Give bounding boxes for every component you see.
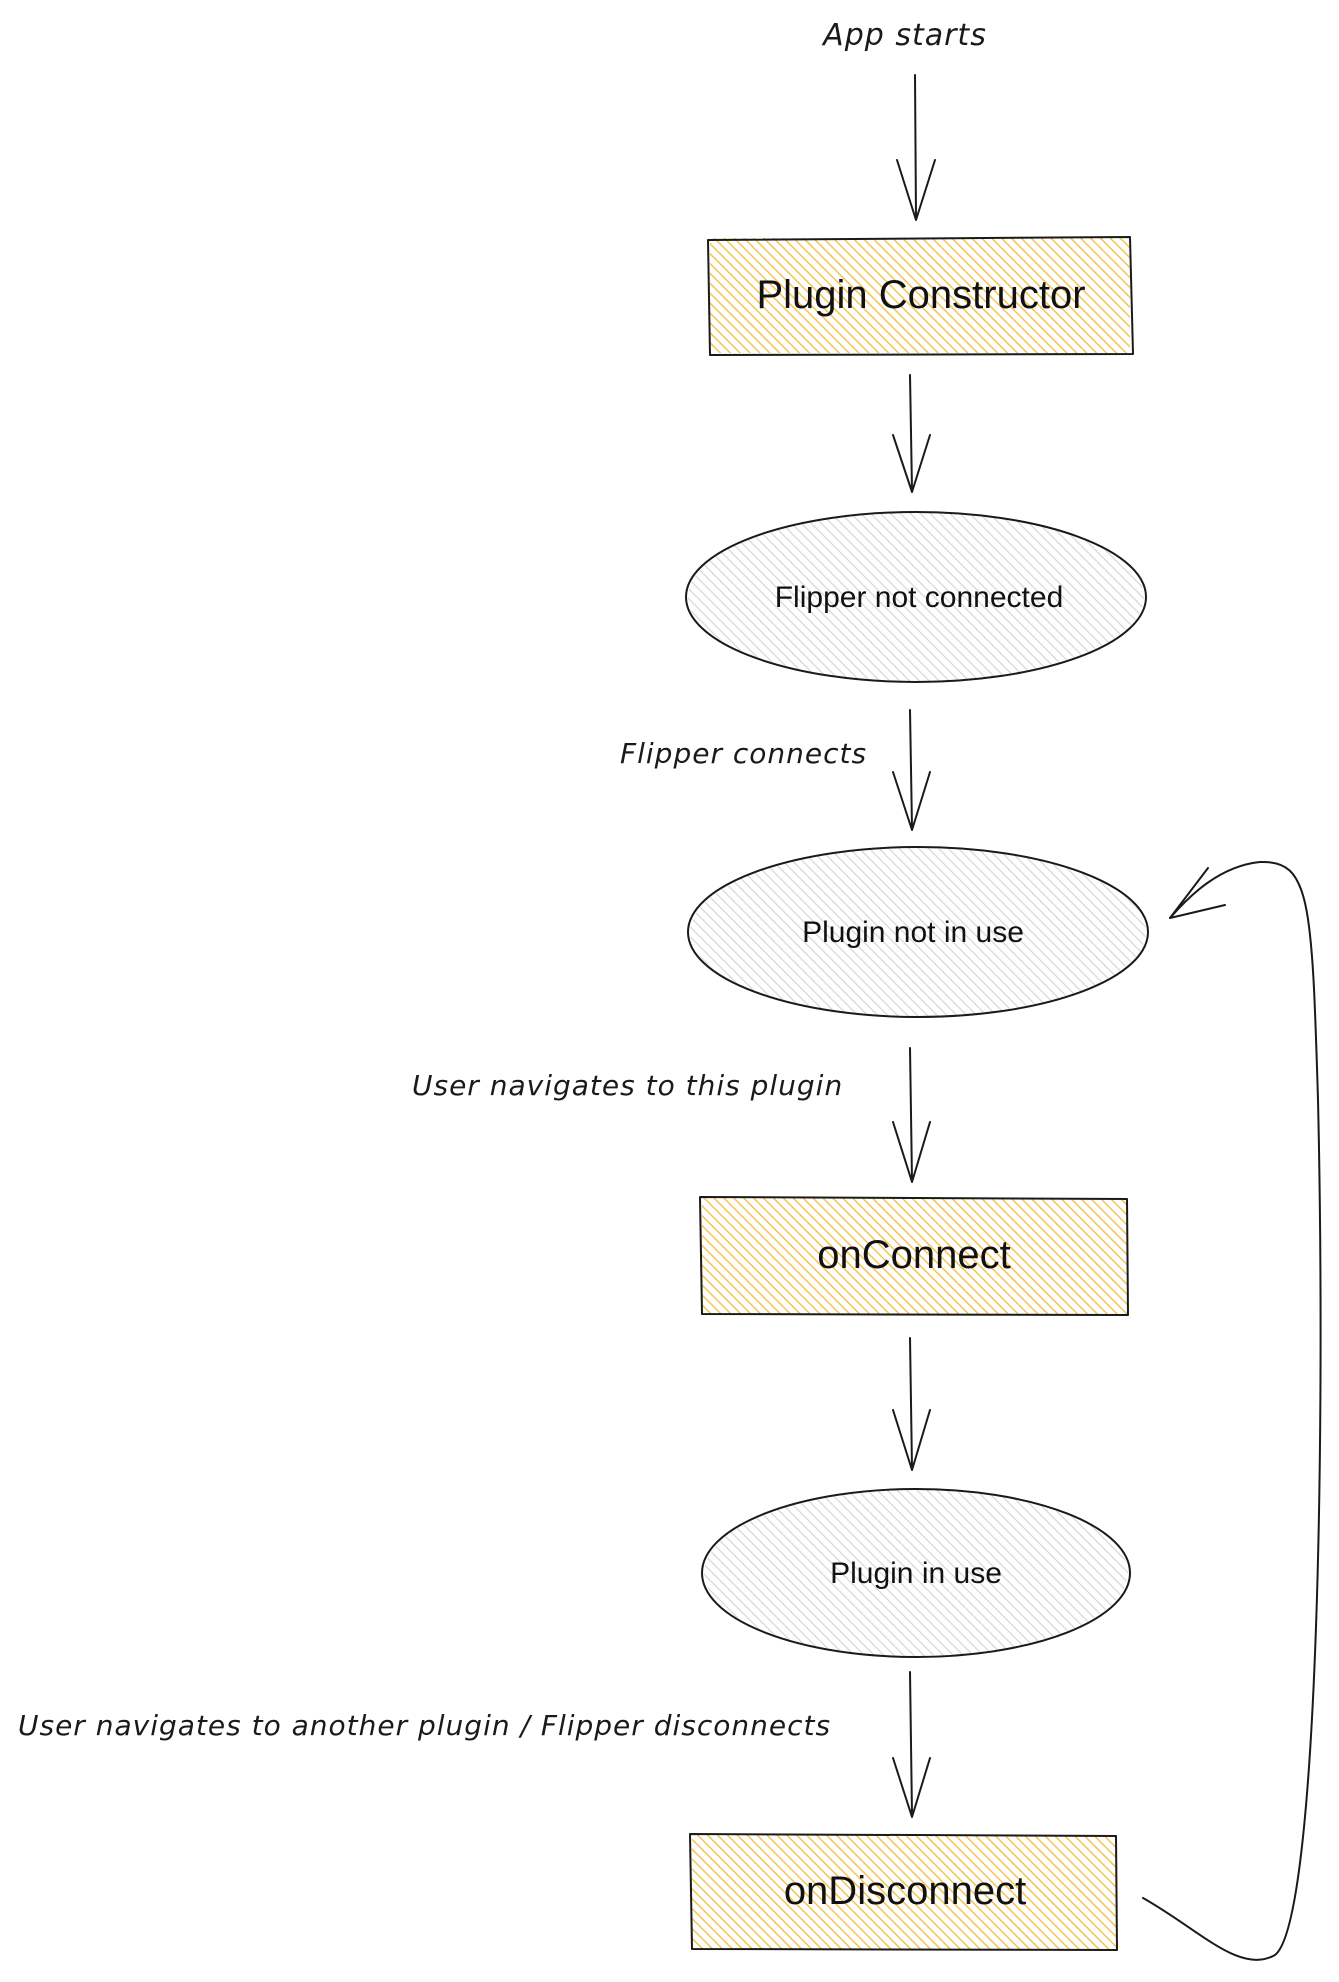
plugin-not-in-use-label: Plugin not in use	[802, 916, 1024, 949]
label-app-starts: App starts	[821, 18, 987, 53]
onconnect-label: onConnect	[817, 1233, 1010, 1277]
node-plugin-constructor: Plugin Constructor	[707, 236, 1134, 356]
node-flipper-not-connected: Flipper not connected	[685, 511, 1147, 683]
plugin-constructor-box	[710, 238, 1130, 353]
node-plugin-in-use: Plugin in use	[701, 1488, 1131, 1658]
node-ondisconnect: onDisconnect	[689, 1833, 1118, 1951]
label-user-navigates-here: User navigates to this plugin	[412, 1069, 843, 1102]
plugin-in-use-label: Plugin in use	[830, 1557, 1002, 1590]
ondisconnect-box	[692, 1835, 1117, 1949]
flipper-not-connected-label: Flipper not connected	[775, 581, 1064, 614]
arrow-ondisconnect-loop-back	[1142, 860, 1322, 1961]
node-plugin-not-in-use: Plugin not in use	[687, 846, 1149, 1018]
arrow-in-use-to-ondisconnect	[892, 1671, 931, 1818]
label-user-navigates-away: User navigates to another plugin / Flipp…	[18, 1709, 831, 1742]
node-onconnect: onConnect	[699, 1196, 1129, 1316]
arrow-not-connected-to-not-in-use	[892, 709, 931, 831]
arrow-not-in-use-to-onconnect	[892, 1047, 931, 1183]
plugin-in-use-ellipse	[704, 1490, 1128, 1656]
arrow-app-starts-to-constructor	[896, 74, 936, 221]
plugin-constructor-label: Plugin Constructor	[756, 273, 1085, 317]
flipper-not-connected-ellipse	[688, 513, 1144, 681]
plugin-not-in-use-ellipse	[690, 848, 1146, 1016]
arrow-onconnect-to-in-use	[892, 1337, 931, 1471]
arrow-constructor-to-not-connected	[892, 374, 931, 493]
onconnect-box	[702, 1198, 1127, 1314]
ondisconnect-label: onDisconnect	[784, 1869, 1026, 1913]
label-flipper-connects: Flipper connects	[620, 737, 867, 770]
